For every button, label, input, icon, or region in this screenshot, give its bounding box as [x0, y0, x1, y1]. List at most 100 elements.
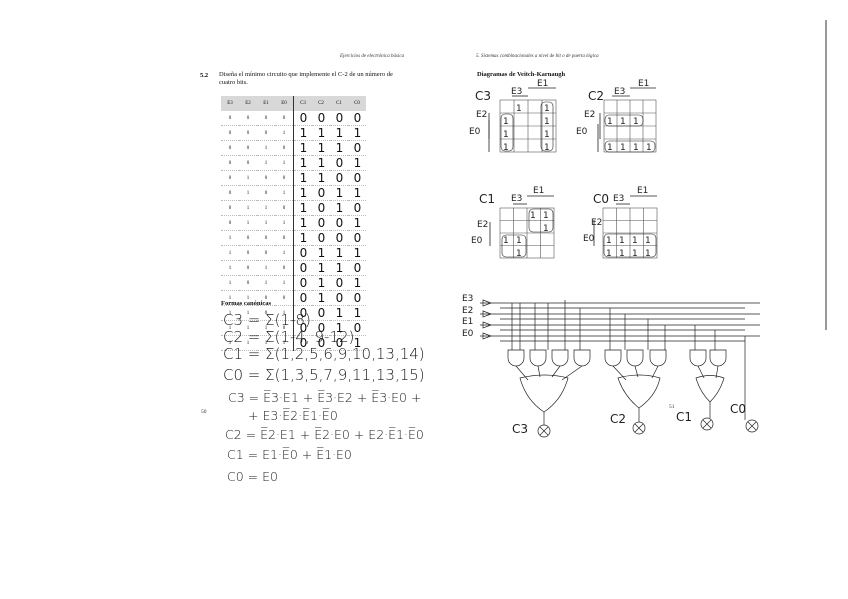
kmap-c3-col-left: E3 — [511, 87, 523, 97]
svg-text:1: 1 — [645, 249, 651, 259]
input-cell: 0 — [275, 200, 294, 216]
output-cell: 0 — [312, 200, 330, 216]
output-cell: 0 — [348, 230, 366, 246]
left-page-header: Ejercicios de electrónica básica — [340, 54, 405, 59]
output-cell: 1 — [312, 275, 330, 291]
input-cell: 0 — [257, 170, 275, 186]
kmap-c1-side: E0 — [471, 236, 483, 246]
kmap-c0-grid — [602, 207, 658, 259]
output-cell: 1 — [312, 245, 330, 261]
and-gate — [649, 349, 667, 367]
kmap-c1-col-top: E1 — [533, 186, 545, 196]
svg-text:1: 1 — [606, 236, 612, 246]
svg-text:1: 1 — [503, 117, 509, 127]
kmap-grids — [499, 99, 658, 259]
kmap-c3: C3 E3 E1 E2 E0 — [469, 79, 565, 155]
svg-text:1: 1 — [516, 104, 522, 114]
input-cell: 1 — [275, 185, 294, 201]
output-cell: 1 — [330, 185, 348, 201]
kmap-c2-col-left: E3 — [614, 87, 626, 97]
input-cell: 1 — [257, 335, 275, 351]
input-cell: 1 — [239, 215, 257, 231]
input-cell: 1 — [275, 335, 294, 351]
and-gate — [529, 349, 547, 367]
svg-text:1: 1 — [620, 117, 626, 127]
and-gate — [604, 349, 622, 367]
col-header-e2: E2 — [239, 96, 257, 111]
input-cell: 1 — [275, 275, 294, 291]
circuit-input-e3: E3 — [462, 294, 474, 304]
input-cell: 0 — [275, 230, 294, 246]
canonical-c2: C2 = Σ(1-4, 9-12) — [223, 328, 355, 346]
kmap-c3-label: C3 — [475, 89, 492, 103]
exercise-number: 5.2 — [200, 72, 209, 79]
output-cell: 1 — [330, 320, 348, 336]
input-cell: 0 — [221, 111, 239, 126]
input-cell: 0 — [275, 320, 294, 336]
simplified-c1: C1 = E1·E̅0 + E̅1·E0 — [227, 447, 352, 462]
output-cell: 0 — [330, 170, 348, 186]
input-cell: 1 — [221, 335, 239, 351]
and-gate — [507, 349, 525, 367]
output-cell: 1 — [312, 155, 330, 171]
output-lamp-c2 — [632, 421, 646, 435]
input-cell: 1 — [239, 200, 257, 216]
kmap-section-title: Diagramas de Veitch-Karnaugh — [477, 71, 566, 78]
kmap-c2-label: C2 — [588, 89, 605, 103]
output-cell: 0 — [330, 215, 348, 231]
input-cell: 1 — [239, 170, 257, 186]
logic-circuit — [480, 299, 760, 438]
input-cell: 1 — [239, 335, 257, 351]
input-cell: 0 — [239, 230, 257, 246]
output-cell: 0 — [348, 260, 366, 276]
output-cell: 1 — [330, 260, 348, 276]
col-header-e3: E3 — [221, 96, 239, 111]
truth-table-header: E3 E2 E1 E0 C3 C2 C1 C0 — [221, 96, 366, 111]
kmap-c2-row: E2 — [584, 110, 596, 120]
svg-text:1: 1 — [544, 104, 550, 114]
input-cell: 1 — [239, 290, 257, 306]
input-cell: 1 — [257, 140, 275, 156]
kmap-c2-side: E0 — [576, 127, 588, 137]
and-gate — [626, 349, 644, 367]
input-cell: 0 — [239, 275, 257, 291]
output-cell: 0 — [293, 290, 312, 306]
input-cell: 1 — [275, 305, 294, 321]
kmap-c2: C2 E3 E1 E2 E0 — [576, 79, 678, 155]
output-cell: 0 — [293, 305, 312, 321]
circuit-input-e0: E0 — [462, 329, 474, 339]
and-gate — [551, 349, 569, 367]
svg-text:1: 1 — [633, 143, 639, 153]
output-cell: 1 — [312, 170, 330, 186]
and-gate — [573, 349, 591, 367]
exercise-text: Diseña el mínimo circuito que implemente… — [219, 71, 393, 86]
output-cell: 0 — [312, 185, 330, 201]
output-cell: 0 — [312, 335, 330, 351]
output-cell: 1 — [330, 140, 348, 156]
svg-text:1: 1 — [620, 143, 626, 153]
output-cell: 1 — [312, 140, 330, 156]
input-cell: 1 — [275, 125, 294, 141]
output-lamp-c0 — [745, 419, 759, 433]
output-cell: 1 — [293, 125, 312, 141]
output-cell: 0 — [330, 290, 348, 306]
output-cell: 0 — [312, 230, 330, 246]
output-cell: 1 — [293, 155, 312, 171]
col-header-c1: C1 — [330, 96, 348, 111]
input-cell: 1 — [257, 155, 275, 171]
output-cell: 1 — [330, 245, 348, 261]
kmap-c1-grid — [499, 207, 555, 259]
output-cell: 1 — [312, 290, 330, 306]
output-cell: 0 — [312, 320, 330, 336]
kmap-c0-col-left: E3 — [613, 194, 625, 204]
svg-text:1: 1 — [633, 117, 639, 127]
output-cell: 0 — [312, 215, 330, 231]
output-cell: 0 — [330, 230, 348, 246]
output-cell: 0 — [312, 111, 330, 126]
